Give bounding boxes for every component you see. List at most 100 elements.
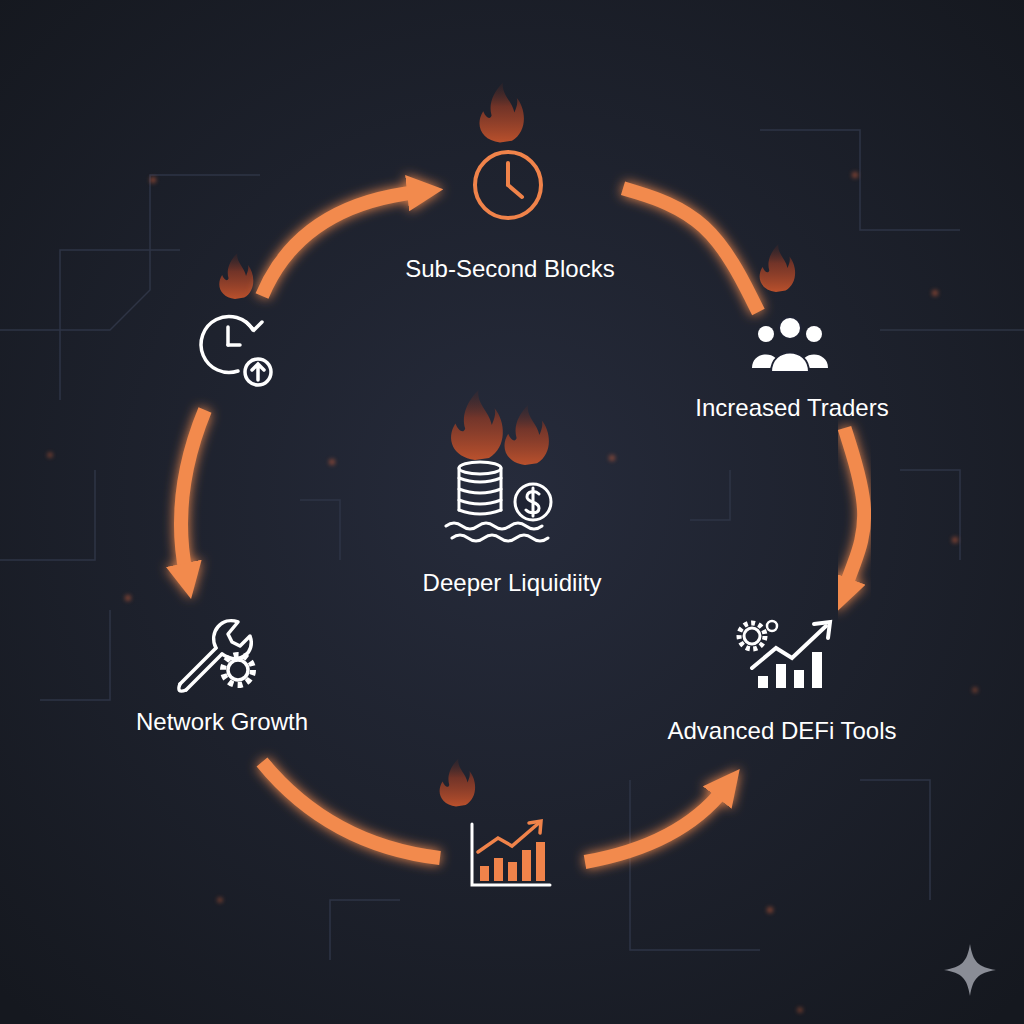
node-label: Advanced DEFi Tools xyxy=(667,715,896,747)
growth-chart-icon-part xyxy=(478,822,540,852)
growth-chart-icon-part xyxy=(494,858,503,881)
cycle-arrow xyxy=(623,188,758,312)
circuit-dots-part xyxy=(952,537,958,543)
clock-icon xyxy=(475,152,541,218)
people-icon-part xyxy=(779,317,801,339)
clock-icon-part xyxy=(506,163,510,185)
wrench-gear-icon-part xyxy=(228,660,248,680)
icon-space xyxy=(659,612,905,715)
circuit-lines-part xyxy=(0,470,95,560)
gear-chart-icon-part xyxy=(767,621,777,631)
circuit-lines-part xyxy=(330,900,400,960)
circuit-dots-part xyxy=(329,459,335,465)
node-label: Deeper Liquidiity xyxy=(423,567,602,599)
circuit-lines-part xyxy=(40,610,110,700)
people-icon-part xyxy=(771,353,809,373)
gear-chart-icon-part xyxy=(744,628,760,644)
wrench-gear-icon-part xyxy=(223,655,253,685)
circuit-dots-part xyxy=(125,595,131,601)
cycle-arrows-part xyxy=(585,789,724,862)
circuit-dots-part xyxy=(932,290,938,296)
clock-refresh-icon-part xyxy=(228,343,240,347)
circuit-lines-part xyxy=(860,780,930,900)
coins-icon-part xyxy=(452,535,548,541)
sparkle-mark xyxy=(944,944,996,996)
circuit-dots-part xyxy=(798,1008,803,1013)
growth-chart-icon-part xyxy=(529,821,541,833)
gear-chart-icon-part xyxy=(758,676,768,688)
coins-icon-part xyxy=(515,484,551,520)
circuit-lines-part xyxy=(0,175,260,330)
icon-space xyxy=(415,455,610,567)
circuit-dots-part xyxy=(48,453,53,458)
clock-icon-part xyxy=(475,152,541,218)
wrench-gear-icon-part xyxy=(186,654,222,690)
circuit-lines-part xyxy=(690,470,730,520)
cycle-arrows-part xyxy=(262,762,440,858)
cycle-arrow xyxy=(845,428,865,589)
gear-chart-icon-part xyxy=(812,652,822,688)
flames-part xyxy=(504,405,548,465)
cycle-node: Sub-Second Blocks xyxy=(397,145,623,289)
circuit-lines-part xyxy=(300,500,340,560)
flames-part xyxy=(760,244,796,292)
flames-part xyxy=(219,253,253,299)
circuit-dots-part xyxy=(767,907,773,913)
gear-chart-icon xyxy=(739,621,830,688)
cycle-arrows xyxy=(181,192,724,862)
coins-icon-part xyxy=(446,523,542,529)
circuit-dots-part xyxy=(218,898,223,903)
cycle-node: Network Growth xyxy=(128,618,317,742)
gear-chart-icon-part xyxy=(739,623,765,649)
people-icon-part xyxy=(806,326,822,342)
people-icon xyxy=(752,317,828,372)
coins-icon-part xyxy=(526,488,539,516)
icon-space xyxy=(128,618,317,706)
node-label: Network Growth xyxy=(136,706,308,738)
clock-refresh-icon-part xyxy=(252,364,264,380)
wrench-gear-icon xyxy=(179,621,253,691)
growth-chart-icon-part xyxy=(508,862,517,881)
circuit-lines-part xyxy=(760,130,960,230)
people-icon-part xyxy=(758,326,774,342)
flames-part xyxy=(451,390,503,460)
gear-chart-icon-part xyxy=(752,626,826,668)
coins-icon-part xyxy=(459,462,501,474)
wrench-gear-icon-part xyxy=(214,621,252,659)
node-label: Increased Traders xyxy=(695,392,888,424)
clock-refresh-icon-part xyxy=(246,322,262,330)
coins-icon xyxy=(446,462,551,541)
flames xyxy=(219,83,795,807)
cycle-arrows-part xyxy=(262,192,418,296)
circuit-lines-part xyxy=(900,470,960,560)
growth-chart-icon-part xyxy=(522,850,531,881)
cycle-node: Deeper Liquidiity xyxy=(415,455,610,603)
clock-refresh-icon xyxy=(201,316,271,385)
clock-refresh-icon-part xyxy=(245,359,271,385)
circuit-dots-part xyxy=(973,688,978,693)
cycle-arrows-part xyxy=(181,410,205,574)
clock-refresh-icon-part xyxy=(226,327,230,345)
circuit-dots-part xyxy=(852,172,858,178)
cycle-node: Advanced DEFi Tools xyxy=(659,612,905,751)
growth-chart-icon-part xyxy=(536,842,545,881)
circuit-lines-part xyxy=(880,329,1024,331)
circuit-lines-part xyxy=(60,250,180,400)
coins-icon-part xyxy=(459,478,501,514)
gear-chart-icon-part xyxy=(794,670,804,688)
clock-icon-part xyxy=(508,185,522,197)
growth-chart-icon-part xyxy=(480,866,489,881)
circuit-lines-part xyxy=(630,780,760,950)
cycle-node: Increased Traders xyxy=(687,312,897,428)
icon-space xyxy=(397,145,623,253)
icon-space xyxy=(687,312,897,392)
circuit-dots xyxy=(48,172,978,1013)
clock-refresh-icon-part xyxy=(201,316,253,372)
circuit-dots-part xyxy=(609,455,615,461)
gear-chart-icon-part xyxy=(776,664,786,688)
node-label: Sub-Second Blocks xyxy=(405,253,614,285)
